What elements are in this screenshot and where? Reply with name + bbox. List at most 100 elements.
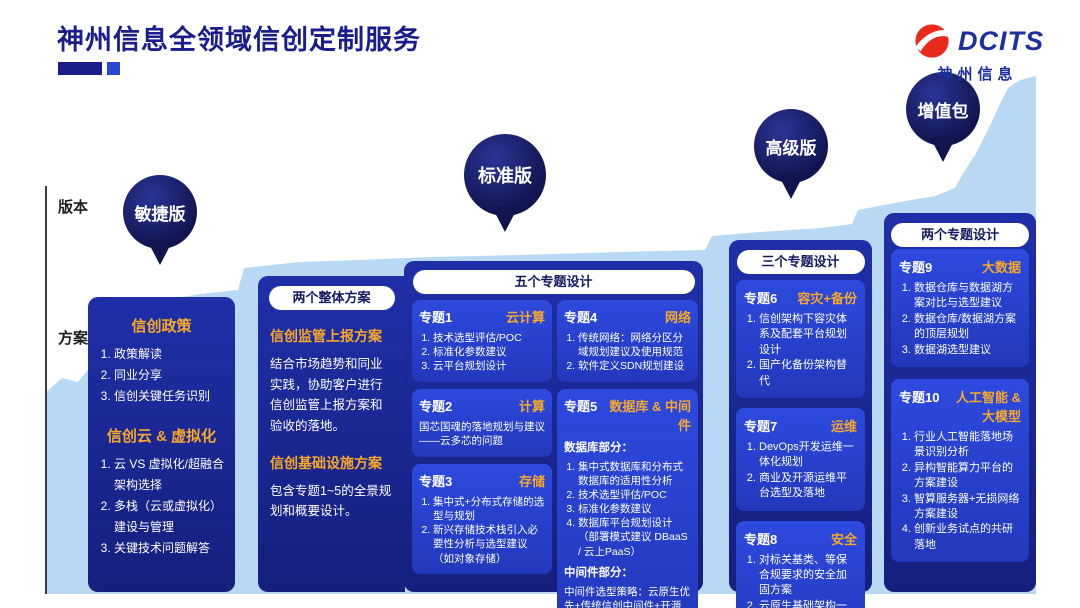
panel-advanced-topics: 三个专题设计 专题6 容灾+备份 信创架构下容灾体系及配套平台规划设计 国产化备…	[729, 240, 872, 608]
list-item: 同业分享	[114, 365, 229, 386]
topic-body: 国芯国魂的落地规划与建议——云多芯的问题	[419, 420, 545, 448]
section-body: 包含专题1~5的全景规划和概要设计。	[270, 483, 392, 519]
dcits-swoosh-icon	[911, 20, 953, 62]
list-item: 标准化参数建议	[433, 345, 545, 359]
list-item: 创新业务试点的共研落地	[914, 522, 1021, 553]
list-item: 集中式数据库和分布式数据库的适用性分析	[578, 460, 691, 488]
title-bar-large	[58, 62, 102, 75]
list-item: 商业及开源运维平台选型及落地	[759, 471, 857, 502]
list-item: 数据仓库/数据湖方案的顶层规划	[914, 312, 1021, 343]
topic-id: 专题4	[564, 310, 598, 325]
topics-column: 专题9 大数据 数据仓库与数据湖方案对比与选型建议 数据仓库/数据湖方案的顶层规…	[891, 249, 1029, 563]
list-item: 技术选型评估/POC	[578, 488, 691, 502]
topic-list: 传统网络：网络分区分域规划建议及使用规范 软件定义SDN规划建设	[564, 331, 691, 374]
list-item: 数据湖选型建议	[914, 343, 1021, 358]
title-underline-bars	[58, 62, 120, 75]
list-item: 对标关基类、等保合规要求的安全加固方案	[759, 553, 857, 599]
company-logo: DCITS 神州信息	[911, 20, 1044, 84]
version-pin-label: 标准版	[478, 166, 532, 186]
list-item: 数据仓库与数据湖方案对比与选型建议	[914, 281, 1021, 312]
panel-standard-topics: 五个专题设计 专题1 云计算 技术选型评估/POC 标准化参数建议 云平台规划设…	[404, 261, 703, 608]
axis-label-version: 版本	[58, 199, 89, 216]
list-item: 政策解读	[114, 344, 229, 365]
version-pin-agile: 敏捷版	[123, 175, 197, 249]
section-heading: 信创云 & 虚拟化	[106, 428, 217, 445]
list-item: 行业人工智能落地场景识别分析	[914, 430, 1021, 461]
topic-list: 行业人工智能落地场景识别分析 异构智能算力平台的方案建设 智算服务器+无损网络方…	[899, 430, 1021, 553]
sub-section-label: 中间件部分：	[564, 566, 633, 579]
section-heading: 信创监管上报方案	[270, 328, 382, 344]
topic-list: 技术选型评估/POC 标准化参数建议 云平台规划设计	[419, 331, 545, 374]
topic-card-6: 专题6 容灾+备份 信创架构下容灾体系及配套平台规划设计 国产化备份架构替代	[736, 280, 865, 398]
version-pin-advanced: 高级版	[754, 109, 828, 183]
topic-name: 人工智能 & 大模型	[955, 389, 1021, 424]
section-heading: 信创政策	[131, 318, 192, 335]
topic-list: 集中式数据库和分布式数据库的适用性分析 技术选型评估/POC 标准化参数建议 数…	[564, 460, 691, 559]
list-item: 标准化参数建议	[578, 502, 691, 516]
topic-list: 数据仓库与数据湖方案对比与选型建议 数据仓库/数据湖方案的顶层规划 数据湖选型建…	[899, 281, 1021, 358]
list-item: 国产化备份架构替代	[759, 358, 857, 389]
page-title: 神州信息全领域信创定制服务	[57, 25, 421, 55]
topic-id: 专题10	[899, 389, 940, 405]
topic-id: 专题3	[419, 473, 453, 489]
topic-id: 专题7	[744, 418, 778, 434]
topic-id: 专题2	[419, 398, 453, 414]
panel-valuepack-topics: 两个专题设计 专题9 大数据 数据仓库与数据湖方案对比与选型建议 数据仓库/数据…	[884, 213, 1036, 592]
logo-company-text: 神州信息	[937, 66, 1018, 83]
topic-name: 容灾+备份	[797, 291, 857, 306]
panel-agile: 信创政策 政策解读 同业分享 信创关键任务识别 信创云 & 虚拟化 云 VS 虚…	[88, 297, 235, 592]
topic-card-1: 专题1 云计算 技术选型评估/POC 标准化参数建议 云平台规划设计	[412, 300, 552, 382]
topic-card-2: 专题2 计算 国芯国魂的落地规划与建议——云多芯的问题	[412, 388, 552, 457]
list-item: 关键技术问题解答	[114, 538, 229, 559]
panel-pill: 五个专题设计	[412, 270, 695, 294]
topic-list: DevOps开发运维一体化规划 商业及开源运维平台选型及落地	[744, 440, 857, 502]
axis-label-plan: 方案	[58, 330, 89, 347]
title-bar-small	[107, 62, 120, 75]
panel-pill: 两个专题设计	[891, 223, 1029, 247]
list-item: 集中式+分布式存储的选型与规划	[433, 495, 545, 523]
topic-card-3: 专题3 存储 集中式+分布式存储的选型与规划 新兴存储技术栈引入必要性分析与选型…	[412, 463, 552, 574]
topic-card-4: 专题4 网络 传统网络：网络分区分域规划建议及使用规范 软件定义SDN规划建设	[557, 300, 698, 382]
topic-card-9: 专题9 大数据 数据仓库与数据湖方案对比与选型建议 数据仓库/数据湖方案的顶层规…	[891, 249, 1029, 367]
topic-name: 数据库 & 中间件	[609, 398, 691, 433]
axis-line	[45, 186, 47, 594]
topic-name: 计算	[518, 398, 545, 414]
panel-pill: 两个整体方案	[268, 286, 395, 310]
logo-brand-text: DCITS	[958, 25, 1044, 56]
topic-card-7: 专题7 运维 DevOps开发运维一体化规划 商业及开源运维平台选型及落地	[736, 407, 865, 511]
list-item: 智算服务器+无损网络方案建设	[914, 492, 1021, 523]
topic-id: 专题9	[899, 260, 933, 275]
topic-list: 集中式+分布式存储的选型与规划 新兴存储技术栈引入必要性分析与选型建议（如对象存…	[419, 495, 545, 566]
topic-name: 安全	[830, 531, 857, 547]
sub-section-label: 数据库部分：	[564, 441, 633, 454]
list-item: 技术选型评估/POC	[433, 331, 545, 345]
list-item: 异构智能算力平台的方案建设	[914, 461, 1021, 492]
topic-name: 网络	[664, 310, 691, 325]
list-item: DevOps开发运维一体化规划	[759, 440, 857, 471]
section-heading: 信创基础设施方案	[270, 454, 382, 471]
topics-column-right: 专题4 网络 传统网络：网络分区分域规划建议及使用规范 软件定义SDN规划建设 …	[557, 300, 698, 608]
version-pin-valuepack: 增值包	[906, 72, 980, 146]
list-item: 软件定义SDN规划建设	[578, 359, 691, 373]
topic-list: 对标关基类、等保合规要求的安全加固方案 云原生基础架构一体化安全防护建设方案	[744, 553, 857, 608]
section-body: 结合市场趋势和同业实践，协助客户进行信创监管上报方案和验收的落地。	[270, 357, 383, 433]
topics-column-left: 专题1 云计算 技术选型评估/POC 标准化参数建议 云平台规划设计 专题2 计…	[412, 300, 552, 574]
list-item: 数据库平台规划设计（部署模式建议 DBaaS / 云上PaaS）	[578, 516, 691, 559]
topic-id: 专题1	[419, 310, 453, 325]
topic-id: 专题8	[744, 531, 778, 547]
topic-card-10: 专题10 人工智能 & 大模型 行业人工智能落地场景识别分析 异构智能算力平台的…	[891, 378, 1029, 563]
section-list: 云 VS 虚拟化/超融合架构选择 多栈（云或虚拟化）建设与管理 关键技术问题解答	[96, 454, 229, 559]
topic-id: 专题5	[564, 398, 598, 414]
version-pin-label: 敏捷版	[134, 204, 186, 224]
list-item: 传统网络：网络分区分域规划建议及使用规范	[578, 331, 691, 359]
topics-column: 专题6 容灾+备份 信创架构下容灾体系及配套平台规划设计 国产化备份架构替代 专…	[736, 280, 865, 608]
topic-id: 专题6	[744, 291, 778, 306]
topic-card-8: 专题8 安全 对标关基类、等保合规要求的安全加固方案 云原生基础架构一体化安全防…	[736, 520, 865, 608]
topic-name: 存储	[518, 473, 545, 489]
list-item: 新兴存储技术栈引入必要性分析与选型建议（如对象存储）	[433, 523, 545, 566]
version-pin-label: 高级版	[765, 138, 817, 158]
version-pin-label: 增值包	[917, 101, 969, 121]
panel-overall-plans: 两个整体方案 信创监管上报方案 结合市场趋势和同业实践，协助客户进行信创监管上报…	[258, 276, 405, 592]
topic-name: 运维	[830, 418, 857, 434]
